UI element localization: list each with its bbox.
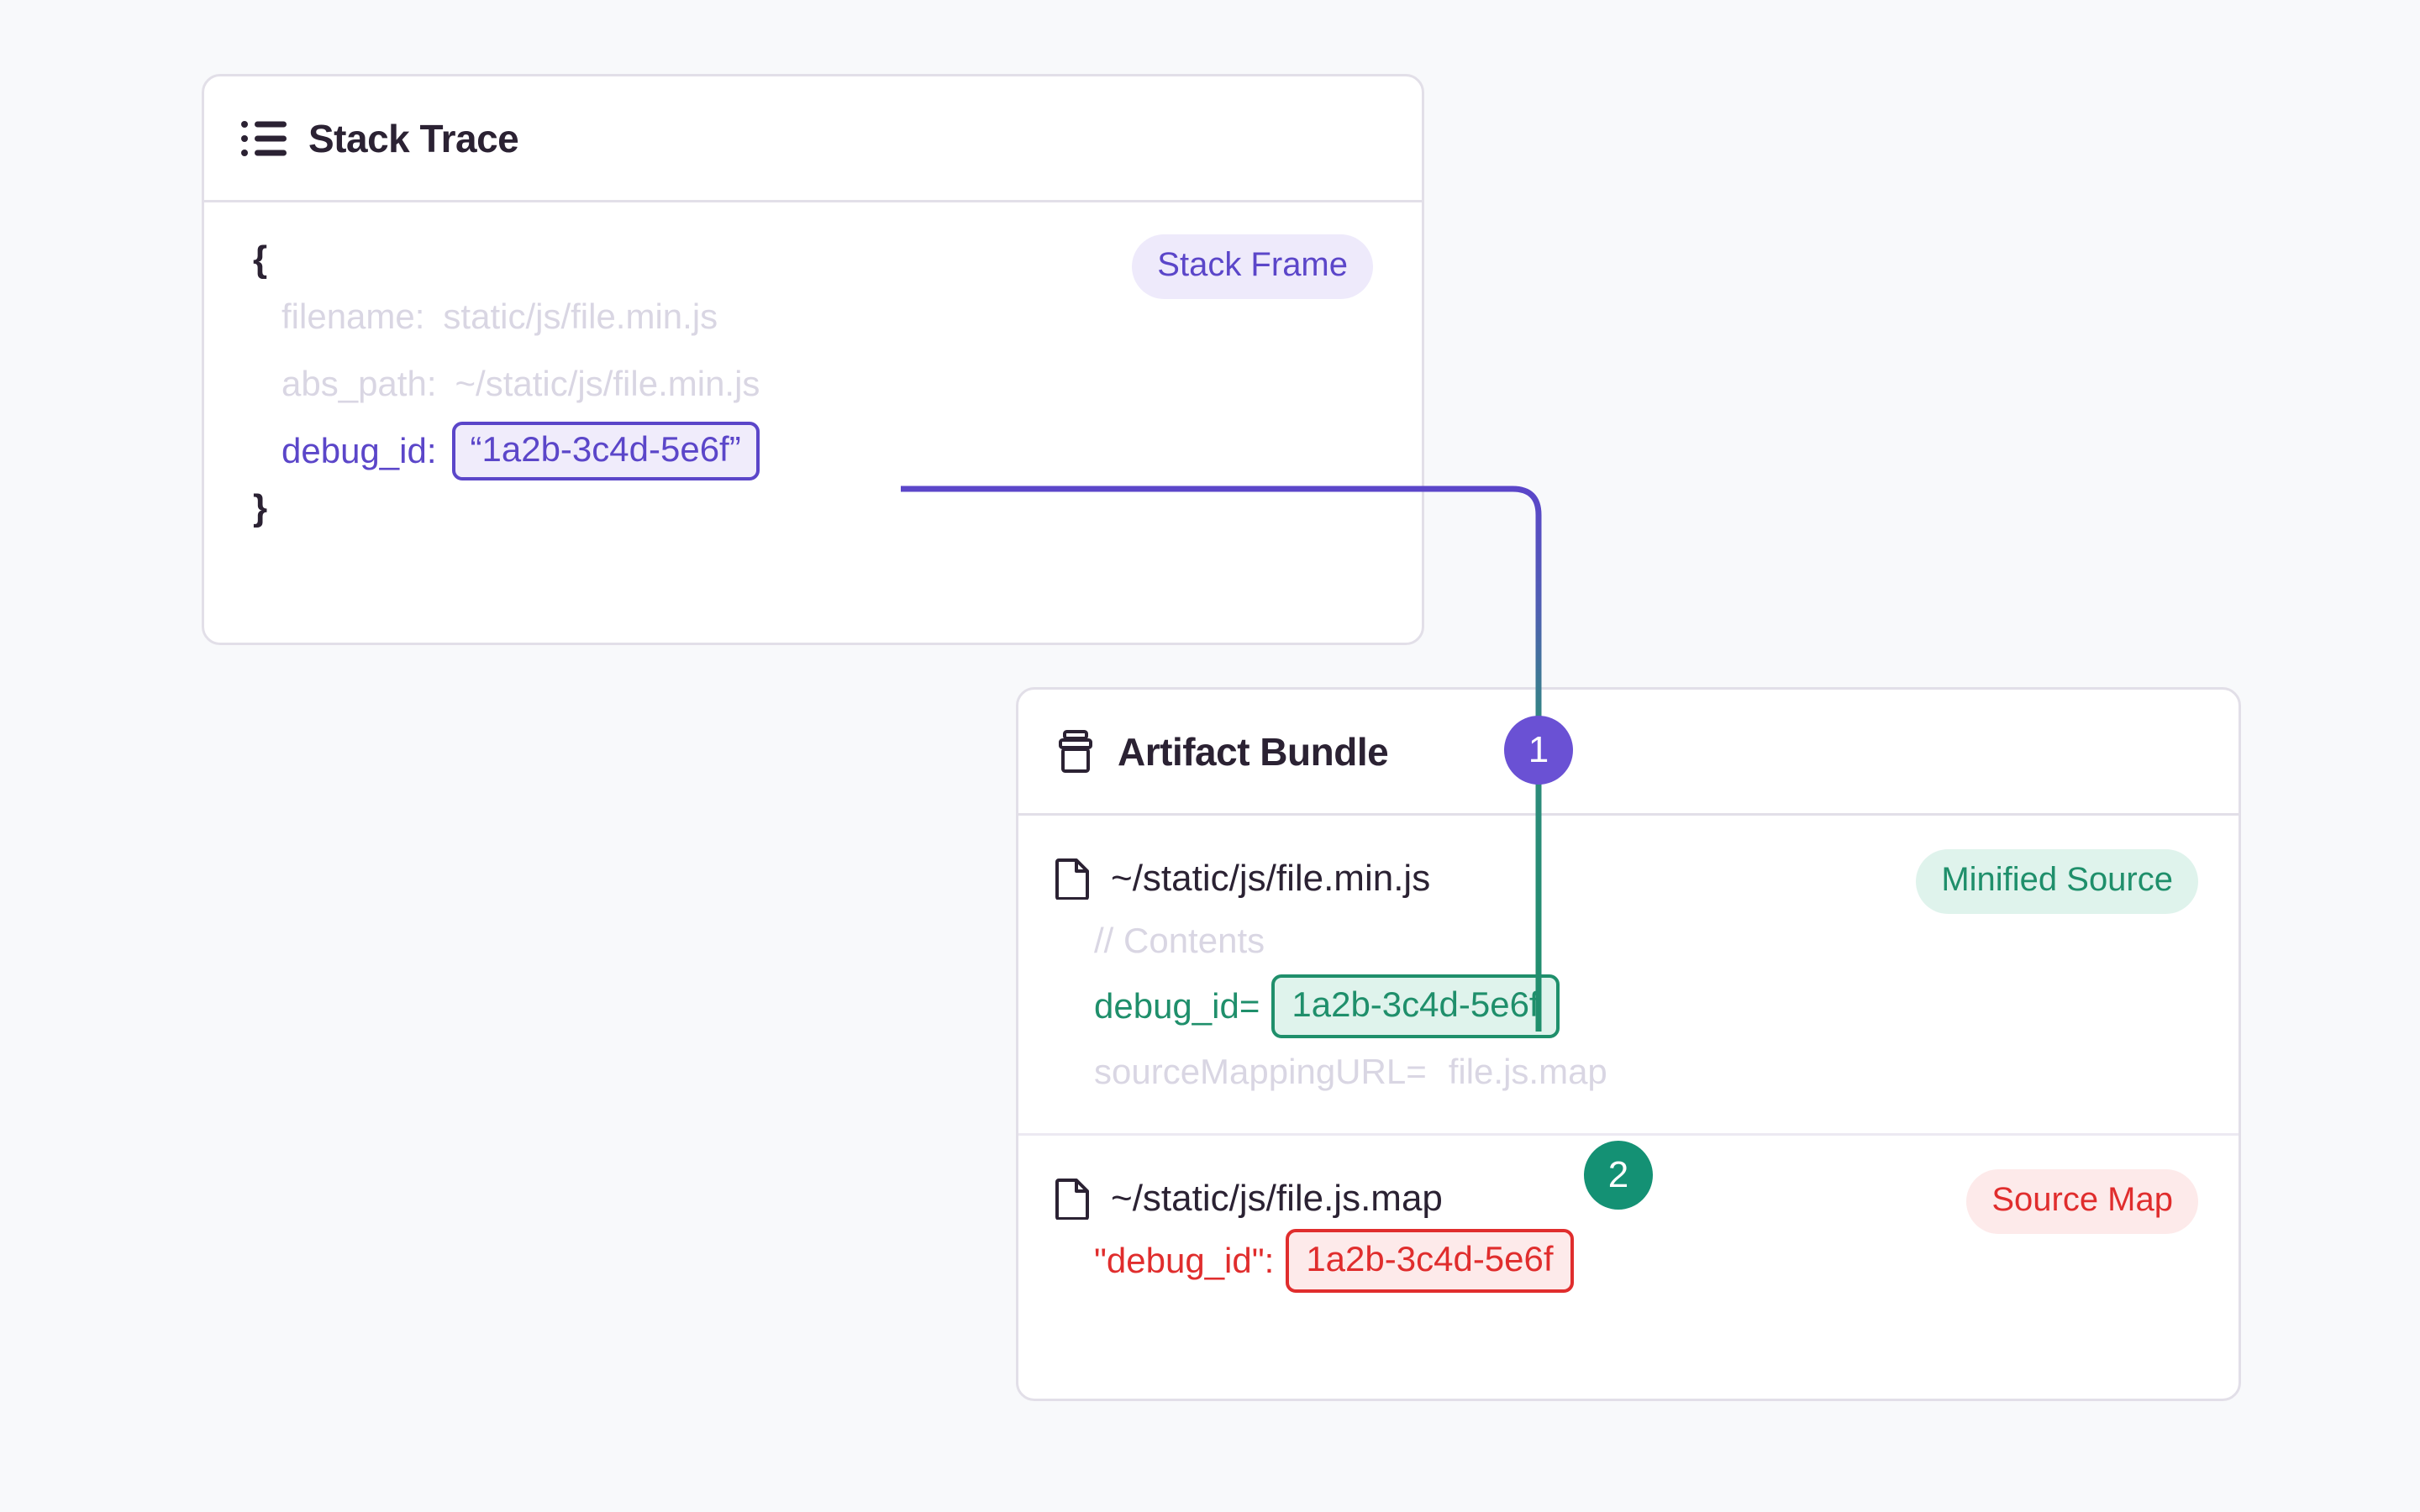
sourcemap-debug-id-value[interactable]: 1a2b-3c4d-5e6f	[1286, 1229, 1574, 1293]
artifact-bundle-title: Artifact Bundle	[1118, 729, 1389, 774]
list-icon	[241, 118, 287, 159]
minified-source-badge: Minified Source	[1916, 849, 2198, 914]
field-debug-id-key: debug_id:	[281, 431, 437, 470]
file-icon	[1055, 1178, 1091, 1220]
stack-frame-badge: Stack Frame	[1132, 234, 1373, 299]
line-source-mapping-url: sourceMappingURL= file.js.map	[1018, 1039, 2238, 1105]
file-entry-minified-source: ~/static/js/file.min.js Minified Source …	[1018, 816, 2238, 1133]
stack-trace-body: Stack Frame { filename: static/js/file.m…	[204, 202, 1422, 640]
source-mapping-url-key: sourceMappingURL=	[1094, 1052, 1427, 1091]
line-contents-comment: // Contents	[1018, 908, 2238, 974]
artifact-bundle-card: Artifact Bundle ~/static/js/file.min.js …	[1016, 687, 2241, 1401]
file-sourcemap-head: ~/static/js/file.js.map Source Map	[1018, 1169, 2238, 1234]
contents-comment-text: // Contents	[1094, 921, 1265, 960]
json-open-brace: {	[253, 239, 268, 280]
line-minified-debug-id: debug_id= 1a2b-3c4d-5e6f	[1018, 974, 2238, 1039]
field-abs-path-value: ~/static/js/file.min.js	[455, 364, 760, 403]
package-icon	[1055, 729, 1096, 774]
line-sourcemap-debug-id: "debug_id": 1a2b-3c4d-5e6f	[1018, 1228, 2238, 1294]
source-map-badge: Source Map	[1966, 1169, 2198, 1234]
sourcemap-debug-id-key: "debug_id":	[1094, 1241, 1275, 1280]
json-close-brace: }	[253, 487, 268, 528]
artifact-bundle-header: Artifact Bundle	[1018, 690, 2238, 816]
field-filename: filename: static/js/file.min.js	[204, 283, 1422, 350]
minified-debug-id-key: debug_id=	[1094, 986, 1260, 1026]
field-filename-value: static/js/file.min.js	[443, 297, 718, 336]
file-minified-name: ~/static/js/file.min.js	[1111, 858, 1431, 899]
field-filename-key: filename:	[281, 297, 425, 336]
field-abs-path-key: abs_path:	[281, 364, 437, 403]
stack-trace-card: Stack Trace Stack Frame { filename: stat…	[202, 74, 1424, 645]
stack-trace-debug-id-value[interactable]: “1a2b-3c4d-5e6f”	[451, 422, 760, 480]
field-abs-path: abs_path: ~/static/js/file.min.js	[204, 350, 1422, 417]
file-minified-head: ~/static/js/file.min.js Minified Source	[1018, 849, 2238, 914]
stack-trace-header: Stack Trace	[204, 76, 1422, 202]
file-sourcemap-name: ~/static/js/file.js.map	[1111, 1178, 1443, 1219]
stack-trace-title: Stack Trace	[308, 116, 519, 160]
file-icon	[1055, 858, 1091, 900]
minified-debug-id-value[interactable]: 1a2b-3c4d-5e6f	[1271, 974, 1560, 1038]
artifact-bundle-body: ~/static/js/file.min.js Minified Source …	[1018, 816, 2238, 1322]
file-entry-source-map: ~/static/js/file.js.map Source Map "debu…	[1018, 1133, 2238, 1322]
field-debug-id: debug_id: “1a2b-3c4d-5e6f”	[204, 417, 1422, 485]
source-mapping-url-value: file.js.map	[1448, 1052, 1607, 1091]
